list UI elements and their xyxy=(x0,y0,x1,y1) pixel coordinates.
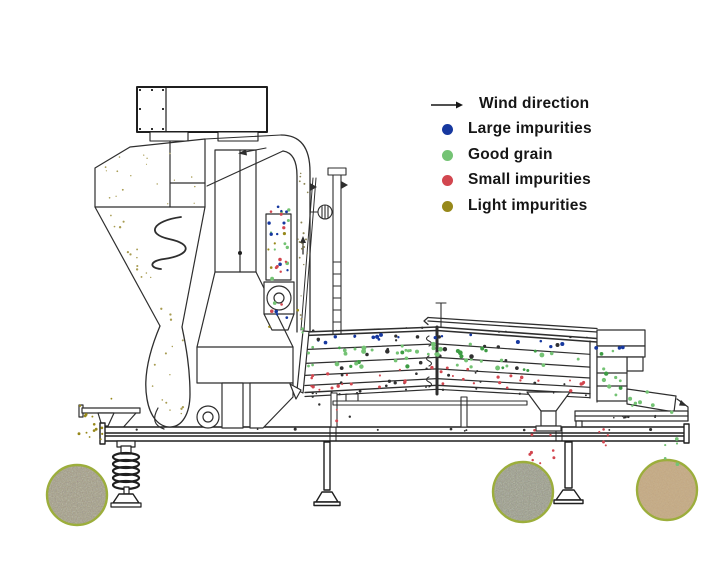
deck-head-section xyxy=(596,329,646,402)
deck-left-end-plate xyxy=(296,330,310,394)
cyclone-body xyxy=(94,138,206,208)
legend-label-wind: Wind direction xyxy=(479,95,590,112)
sample-photo-small-impurities xyxy=(491,460,555,524)
deck-cover-strip xyxy=(423,316,598,333)
feed-hopper xyxy=(263,213,295,331)
small-impurities-dot-icon xyxy=(442,174,453,186)
right-leg xyxy=(553,441,584,505)
bag-holder xyxy=(154,407,165,430)
adjustment-knob xyxy=(309,204,333,220)
legend-label-small-impurities: Small impurities xyxy=(468,171,591,188)
legend-row-small-impurities: Small impurities xyxy=(430,169,591,191)
center-leg xyxy=(313,441,341,507)
under-deck-frame xyxy=(330,392,528,428)
deck-center-divider xyxy=(425,302,447,396)
legend-row-wind: Wind direction xyxy=(430,93,589,115)
feed-roller-icon xyxy=(266,285,292,311)
legend-row-light-impurities: Light impurities xyxy=(430,195,587,217)
legend-label-large-impurities: Large impurities xyxy=(468,120,592,137)
light-impurities-dot-icon xyxy=(442,200,453,212)
left-spring-leg xyxy=(110,440,142,508)
deck-left-spout xyxy=(289,383,302,400)
legend-label-light-impurities: Light impurities xyxy=(468,197,588,214)
collection-tray xyxy=(574,403,689,428)
cyclone-funnel xyxy=(94,206,206,328)
grain-particles xyxy=(77,152,680,467)
cyclone-spiral-icon xyxy=(151,216,187,270)
mast-flag-icon xyxy=(341,181,348,189)
tower-under-structure xyxy=(196,382,294,429)
wind-direction-arrow-icon xyxy=(430,98,464,110)
elevator-mast xyxy=(327,167,348,335)
good-grain-dot-icon xyxy=(442,149,453,161)
sample-photo-light-impurities xyxy=(45,463,109,527)
discharge-chute xyxy=(626,388,687,413)
sample-photo-good-grain xyxy=(635,458,699,522)
large-impurities-dot-icon xyxy=(442,123,453,135)
base-frame-rails xyxy=(99,422,690,445)
legend-row-large-impurities: Large impurities xyxy=(430,118,592,140)
wind-duct xyxy=(204,134,284,187)
legend-label-good-grain: Good grain xyxy=(468,146,553,163)
collection-bag xyxy=(145,325,191,428)
small-impurities-hopper xyxy=(526,391,571,432)
legend-row-good-grain: Good grain xyxy=(430,144,553,166)
channel-up-arrow-icon xyxy=(300,236,306,255)
rivet-dots xyxy=(139,89,164,130)
fan-box xyxy=(136,86,268,142)
separation-tower xyxy=(196,149,294,384)
duct-wind-arrow-icon xyxy=(238,147,267,156)
